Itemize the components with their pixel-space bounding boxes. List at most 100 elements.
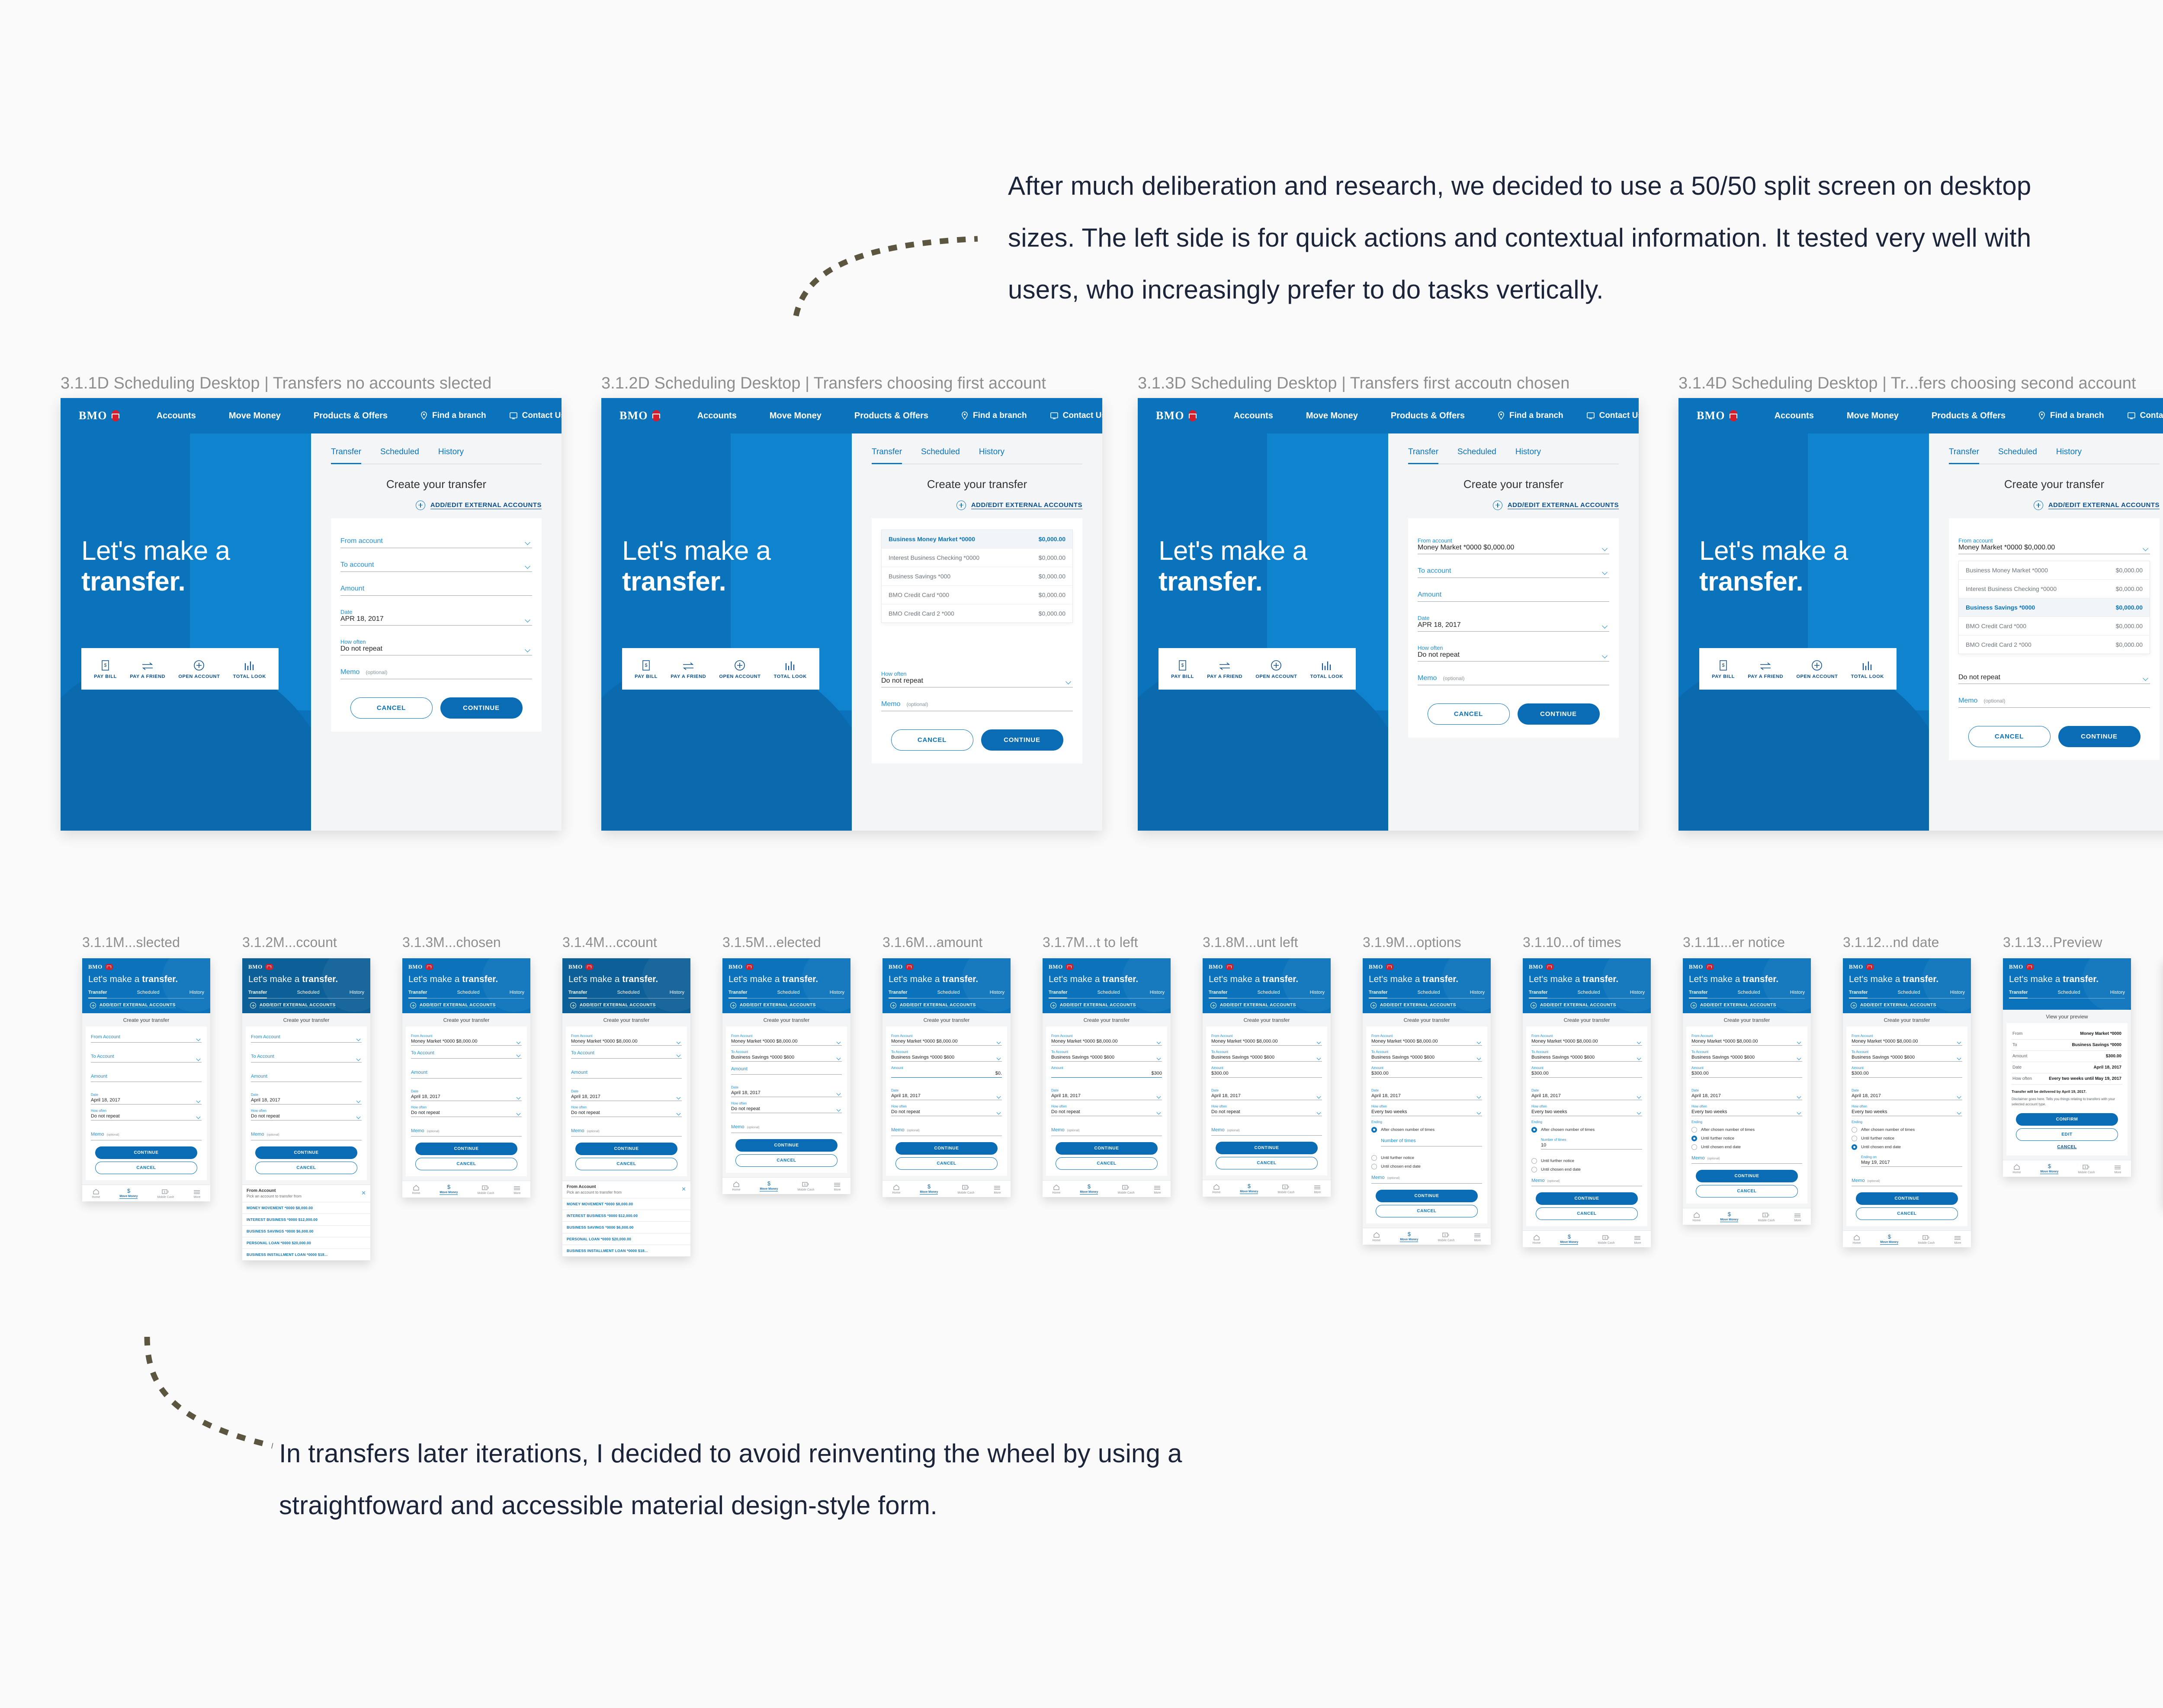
how-often-field[interactable]: How often Every two weeks xyxy=(1691,1102,1802,1116)
nav-accounts[interactable]: Accounts xyxy=(156,411,196,421)
amount-field[interactable]: Amount xyxy=(411,1067,522,1079)
quick-action-pay-bill[interactable]: $PAY BILL xyxy=(1712,659,1735,679)
add-edit-external-accounts-link[interactable]: ADD/EDIT EXTERNAL ACCOUNTS xyxy=(568,998,684,1013)
quick-action-pay-friend[interactable]: PAY A FRIEND xyxy=(1207,659,1242,679)
to-account-field[interactable]: To Account Business Savings *0000 $600 xyxy=(1852,1048,1962,1062)
add-edit-external-accounts-link[interactable]: ADD/EDIT EXTERNAL ACCOUNTS xyxy=(1849,998,1965,1013)
ending-option-1[interactable]: Until further notice xyxy=(1371,1155,1482,1161)
tabbar-move-money[interactable]: $ Move Money xyxy=(1880,1233,1899,1245)
continue-button[interactable]: CONTINUE xyxy=(95,1146,197,1159)
amount-field[interactable]: Amount $0. xyxy=(891,1064,1002,1078)
tabbar-home[interactable]: Home xyxy=(1213,1184,1220,1194)
nav-accounts[interactable]: Accounts xyxy=(1774,411,1814,421)
how-often-field[interactable]: How often Do not repeat xyxy=(891,1102,1002,1117)
amount-field[interactable]: Amount xyxy=(340,581,532,596)
close-icon[interactable]: ✕ xyxy=(681,1186,686,1192)
cancel-button[interactable]: CANCEL xyxy=(1696,1185,1798,1198)
tab-scheduled[interactable]: Scheduled xyxy=(1998,447,2037,456)
how-often-field[interactable]: How often Every two weeks xyxy=(1371,1102,1482,1116)
how-often-field[interactable]: How often Do not repeat xyxy=(1211,1102,1322,1116)
continue-button[interactable]: CONTINUE xyxy=(1536,1192,1638,1205)
how-often-field[interactable]: How often Do not repeat xyxy=(411,1103,522,1117)
tab-history[interactable]: History xyxy=(509,990,524,995)
how-often-field[interactable]: How often Every two weeks xyxy=(1531,1102,1642,1116)
add-edit-external-accounts-link[interactable]: ADD/EDIT EXTERNAL ACCOUNTS xyxy=(1529,998,1645,1013)
tabbar-move-money[interactable]: $ Move Money xyxy=(1720,1211,1739,1222)
date-field[interactable]: Date April 18, 2017 xyxy=(1852,1086,1962,1100)
memo-field[interactable]: Memo (optional) xyxy=(571,1126,682,1137)
account-picker-row[interactable]: BUSINESS SAVINGS *0000 $6,000.00 xyxy=(562,1222,690,1233)
continue-button[interactable]: CONTINUE xyxy=(2058,726,2141,747)
tab-history[interactable]: History xyxy=(189,990,204,995)
tabbar-move-money[interactable]: $ Move Money xyxy=(1400,1231,1418,1242)
cancel-button[interactable]: CANCEL xyxy=(1216,1157,1318,1169)
ending-option-1[interactable]: Until further notice xyxy=(1852,1135,1962,1141)
tabbar-more[interactable]: More xyxy=(1314,1184,1321,1194)
from-account-field[interactable]: From Account xyxy=(91,1032,202,1043)
edit-button[interactable]: EDIT xyxy=(2016,1128,2118,1141)
ending-option-0[interactable]: After chosen number of times xyxy=(1852,1127,1962,1133)
nav-find-branch[interactable]: Find a branch xyxy=(961,411,1027,421)
continue-button[interactable]: CONTINUE xyxy=(735,1139,838,1152)
cancel-link[interactable]: CANCEL xyxy=(2057,1144,2077,1149)
cancel-button[interactable]: CANCEL xyxy=(1056,1157,1158,1170)
memo-field[interactable]: Memo (optional) xyxy=(251,1129,362,1140)
to-account-field[interactable]: To Account Business Savings *0000 $600 xyxy=(1691,1048,1802,1062)
tabbar-mobile-cash[interactable]: $ Mobile Cash xyxy=(477,1185,494,1195)
amount-field[interactable]: Amount $300 xyxy=(1051,1064,1162,1078)
account-picker-row[interactable]: INTEREST BUSINESS *0000 $12,000.00 xyxy=(562,1210,690,1222)
quick-action-pay-bill[interactable]: $PAY BILL xyxy=(1171,659,1194,679)
tab-history[interactable]: History xyxy=(2056,447,2082,456)
account-picker-row[interactable]: MONEY MOVEMENT *0000 $8,000.00 xyxy=(562,1198,690,1210)
dropdown-option[interactable]: BMO Credit Card 2 *000 $0,000.00 xyxy=(882,604,1072,623)
tab-transfer[interactable]: Transfer xyxy=(1209,990,1228,998)
from-account-field[interactable]: From account Money Market *0000 $0,000.0… xyxy=(1958,534,2150,554)
from-account-field[interactable]: From Account Money Market *0000 $8,000.0… xyxy=(731,1032,842,1046)
memo-field[interactable]: Memo (optional) xyxy=(1852,1175,1962,1186)
tabbar-home[interactable]: Home xyxy=(1693,1212,1701,1222)
add-edit-external-accounts-link[interactable]: ADD/EDIT EXTERNAL ACCOUNTS xyxy=(331,500,542,510)
tab-scheduled[interactable]: Scheduled xyxy=(1737,990,1760,995)
cancel-button[interactable]: CANCEL xyxy=(1968,726,2051,747)
add-edit-external-accounts-link[interactable]: ADD/EDIT EXTERNAL ACCOUNTS xyxy=(1689,998,1805,1013)
quick-action-pay-friend[interactable]: PAY A FRIEND xyxy=(671,659,706,679)
date-field[interactable]: Date APR 18, 2017 xyxy=(1418,611,1609,632)
tabbar-mobile-cash[interactable]: $ Mobile Cash xyxy=(1438,1232,1454,1242)
to-account-field[interactable]: To Account Business Savings *0000 $600 xyxy=(1051,1048,1162,1062)
tab-history[interactable]: History xyxy=(1950,990,1965,995)
tab-history[interactable]: History xyxy=(1470,990,1485,995)
how-often-field[interactable]: How often Do not repeat xyxy=(251,1107,362,1120)
tab-scheduled[interactable]: Scheduled xyxy=(777,990,800,995)
nav-contact-us[interactable]: Contact Us xyxy=(1050,411,1102,421)
tabbar-mobile-cash[interactable]: $ Mobile Cash xyxy=(1918,1235,1935,1245)
continue-button[interactable]: CONTINUE xyxy=(1517,703,1600,725)
tab-history[interactable]: History xyxy=(1630,990,1645,995)
amount-field[interactable]: Amount xyxy=(731,1064,842,1075)
tab-transfer[interactable]: Transfer xyxy=(1408,447,1439,464)
tabbar-home[interactable]: Home xyxy=(92,1188,100,1199)
to-account-field[interactable]: To Account xyxy=(91,1051,202,1063)
ending-option-0[interactable]: After chosen number of times xyxy=(1531,1127,1642,1133)
to-account-field[interactable]: To Account Business Savings *0000 $600 xyxy=(1371,1048,1482,1062)
account-picker-row[interactable]: PERSONAL LOAN *0000 $20,000.00 xyxy=(562,1233,690,1245)
nav-find-branch[interactable]: Find a branch xyxy=(420,411,486,421)
tabbar-move-money[interactable]: $ Move Money xyxy=(1080,1183,1098,1194)
to-account-field[interactable]: To Account xyxy=(251,1051,362,1063)
cancel-button[interactable]: CANCEL xyxy=(895,1157,998,1170)
cancel-button[interactable]: CANCEL xyxy=(415,1158,517,1170)
amount-field[interactable]: Amount xyxy=(571,1067,682,1079)
date-field[interactable]: Date April 18, 2017 xyxy=(1051,1086,1162,1101)
cancel-button[interactable]: CANCEL xyxy=(255,1161,357,1174)
tabbar-home[interactable]: Home xyxy=(412,1185,420,1195)
tab-history[interactable]: History xyxy=(979,447,1004,456)
date-field[interactable]: Date April 18, 2017 xyxy=(91,1091,202,1104)
account-picker-row[interactable]: BUSINESS SAVINGS *0000 $6,000.00 xyxy=(242,1226,370,1237)
nav-products-offers[interactable]: Products & Offers xyxy=(1390,411,1465,421)
quick-action-pay-friend[interactable]: PAY A FRIEND xyxy=(130,659,165,679)
tab-transfer[interactable]: Transfer xyxy=(728,990,748,998)
to-account-field[interactable]: To Account xyxy=(571,1048,682,1059)
tabbar-more[interactable]: More xyxy=(834,1181,841,1191)
tab-history[interactable]: History xyxy=(829,990,844,995)
memo-field[interactable]: Memo (optional) xyxy=(340,665,532,679)
amount-field[interactable]: Amount xyxy=(1418,588,1609,602)
